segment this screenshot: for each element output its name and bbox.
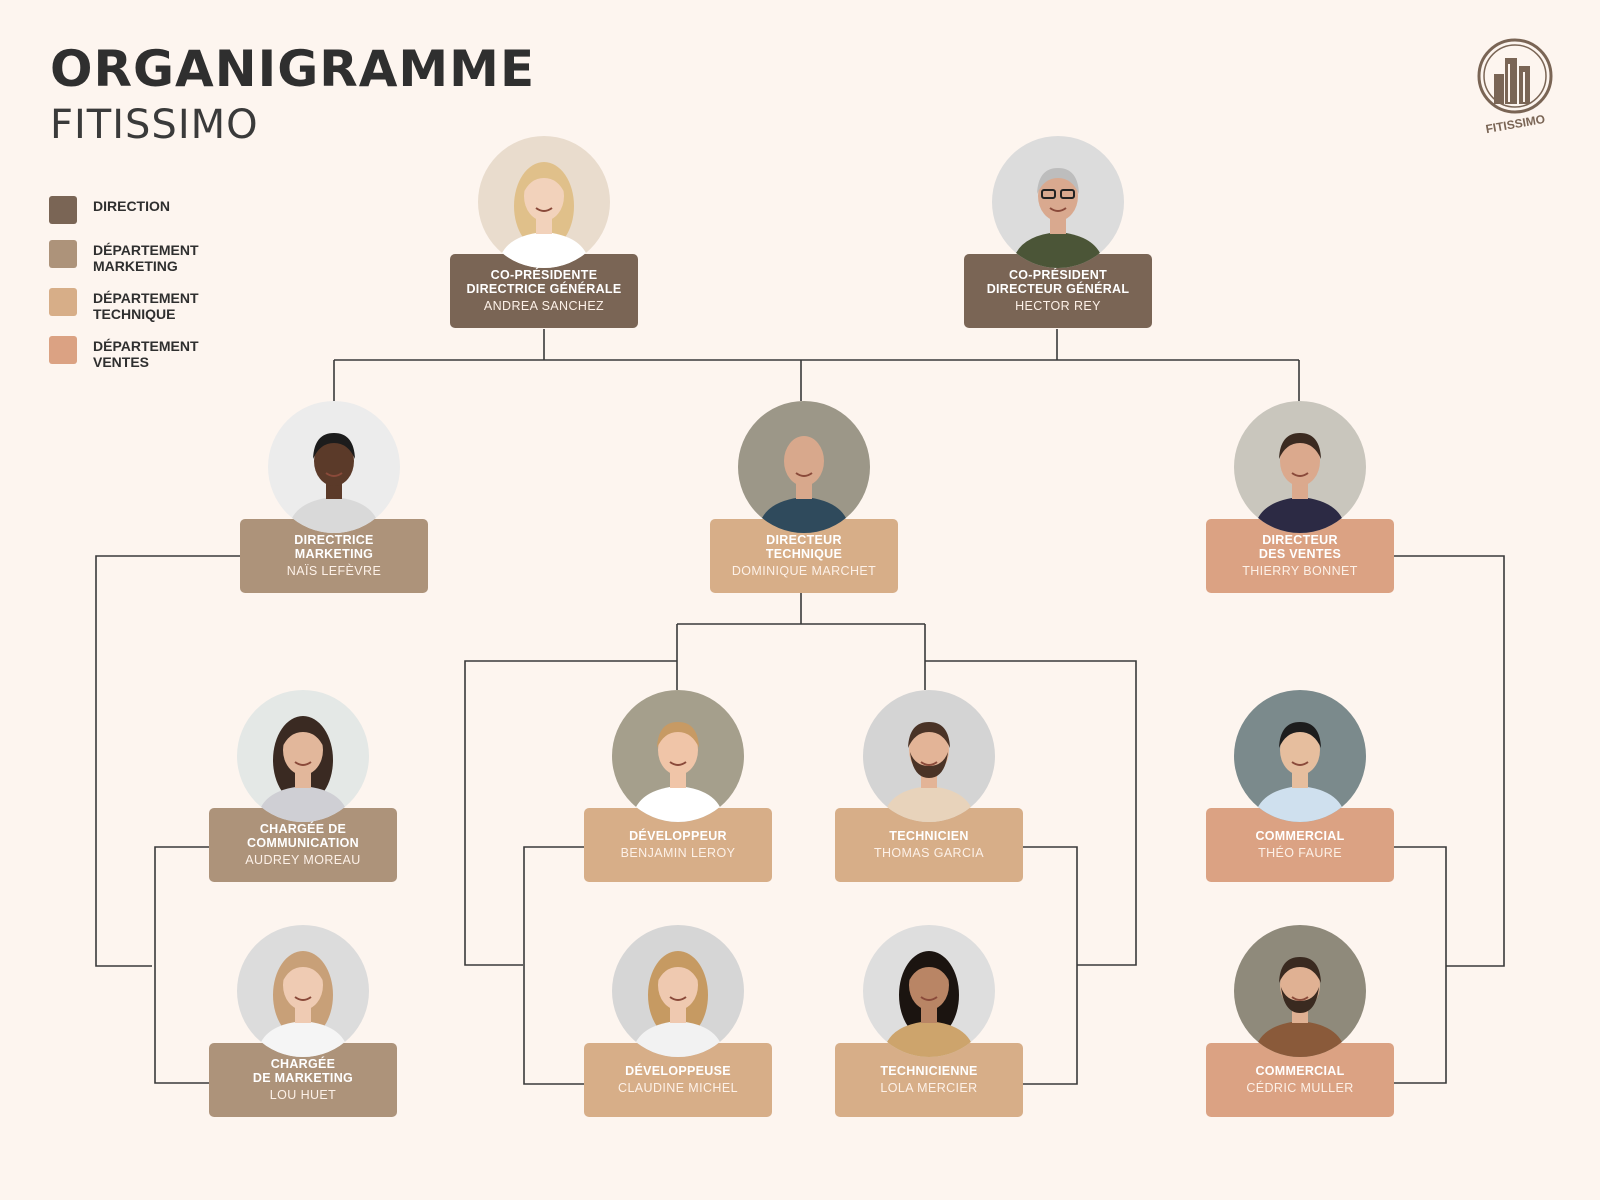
man-suit-portrait-icon	[738, 401, 870, 533]
avatar	[478, 136, 610, 268]
person-name: CÉDRIC MULLER	[1246, 1081, 1354, 1095]
man-brown-jacket-portrait-icon	[1234, 925, 1366, 1057]
man-glasses-portrait-icon	[992, 136, 1124, 268]
connector-line	[464, 660, 677, 966]
page-title: ORGANIGRAMME	[50, 40, 536, 98]
woman-short-hair-portrait-icon	[268, 401, 400, 533]
legend-item: DIRECTION	[49, 196, 269, 236]
man-white-shirt-portrait-icon	[612, 690, 744, 822]
connector-line	[1394, 846, 1447, 1084]
company-logo: FITISSIMO	[1476, 36, 1576, 146]
avatar	[1234, 925, 1366, 1057]
connector-line	[154, 846, 209, 1084]
avatar	[738, 401, 870, 533]
woman-dark-hair-portrait-icon	[863, 925, 995, 1057]
man-blazer-portrait-icon	[1234, 401, 1366, 533]
connector-line	[676, 593, 926, 690]
woman-long-hair-portrait-icon	[237, 690, 369, 822]
role-title: COMMERCIAL	[1255, 1064, 1345, 1078]
role-title: DÉVELOPPEUSE	[625, 1064, 731, 1078]
avatar	[237, 925, 369, 1057]
connector-line	[523, 846, 584, 1085]
person-name: THIERRY BONNET	[1242, 564, 1358, 578]
avatar	[992, 136, 1124, 268]
logo-text: FITISSIMO	[1485, 112, 1547, 136]
building-logo-icon: FITISSIMO	[1477, 38, 1553, 136]
connector-line	[333, 329, 1300, 401]
person-name: THÉO FAURE	[1258, 846, 1342, 860]
role-card: COMMERCIAL THÉO FAURE	[1206, 808, 1394, 882]
legend-swatch	[49, 288, 77, 316]
legend-swatch	[49, 196, 77, 224]
legend-swatch	[49, 240, 77, 268]
person-name: BENJAMIN LEROY	[620, 846, 736, 860]
avatar	[268, 401, 400, 533]
man-light-shirt-portrait-icon	[1234, 690, 1366, 822]
avatar	[612, 925, 744, 1057]
person-name: AUDREY MOREAU	[245, 853, 361, 867]
avatar	[237, 690, 369, 822]
avatar	[1234, 401, 1366, 533]
avatar	[1234, 690, 1366, 822]
person-name: NAÏS LEFÈVRE	[286, 564, 382, 578]
connector-line	[1394, 555, 1505, 967]
connector-line	[925, 660, 1137, 966]
person-name: CLAUDINE MICHEL	[618, 1081, 738, 1095]
avatar	[863, 690, 995, 822]
woman-blonde-portrait-icon	[478, 136, 610, 268]
page-subtitle: FITISSIMO	[50, 102, 259, 148]
avatar	[612, 690, 744, 822]
legend-swatch	[49, 336, 77, 364]
person-name: LOU HUET	[269, 1088, 337, 1102]
legend-label: DIRECTION	[93, 198, 170, 214]
woman-wavy-hair-portrait-icon	[237, 925, 369, 1057]
role-title: DÉVELOPPEUR	[629, 829, 727, 843]
avatar	[863, 925, 995, 1057]
role-title: TECHNICIEN	[889, 829, 969, 843]
connector-line	[95, 555, 240, 967]
man-beard-portrait-icon	[863, 690, 995, 822]
role-title: TECHNICIENNE	[880, 1064, 978, 1078]
person-name: HECTOR REY	[1015, 299, 1101, 313]
role-title: COMMERCIAL	[1255, 829, 1345, 843]
person-name: LOLA MERCIER	[880, 1081, 978, 1095]
person-name: THOMAS GARCIA	[873, 846, 985, 860]
person-name: DOMINIQUE MARCHET	[731, 564, 877, 578]
woman-curly-hair-portrait-icon	[612, 925, 744, 1057]
connector-line	[1023, 846, 1078, 1085]
person-name: ANDREA SANCHEZ	[483, 299, 605, 313]
